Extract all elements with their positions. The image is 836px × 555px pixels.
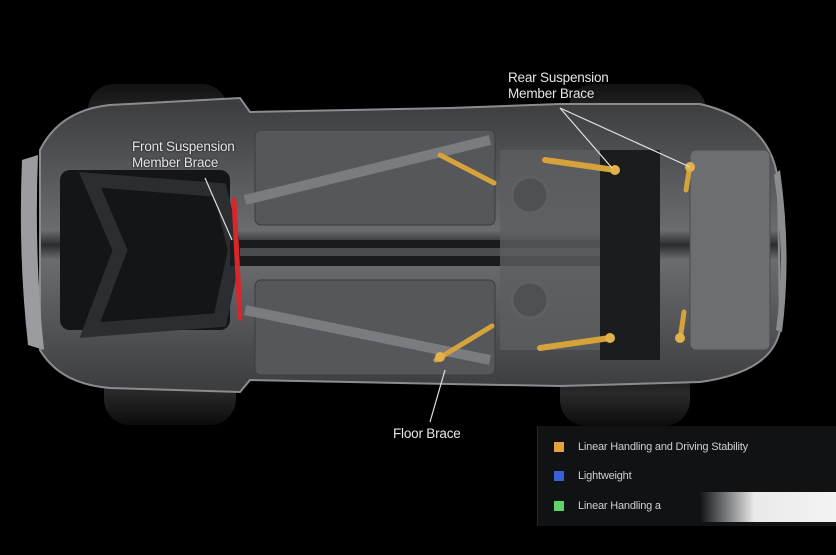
legend-item-lightweight: Lightweight xyxy=(554,468,632,484)
trunk-floor xyxy=(689,149,771,351)
front-bumper xyxy=(20,155,44,350)
callout-front-suspension: Front Suspension Member Brace xyxy=(132,139,235,171)
rear-subframe xyxy=(600,150,660,360)
callout-floor-brace: Floor Brace xyxy=(393,426,461,441)
legend-item-linear-handling-2: Linear Handling a xyxy=(554,498,661,514)
rear-bumper xyxy=(774,170,787,332)
driveshaft xyxy=(240,248,600,256)
legend-swatch-green xyxy=(554,501,564,511)
floor-brace-joint xyxy=(435,352,445,362)
floor-brace-bottom xyxy=(433,323,495,363)
rear-brace-bottom xyxy=(537,335,613,351)
legend-label: Linear Handling and Driving Stability xyxy=(578,441,748,453)
watermark-fade xyxy=(700,492,836,522)
callout-rear-line2: Member Brace xyxy=(508,86,595,101)
front-subframe xyxy=(79,172,243,338)
callout-rear-suspension: Rear Suspension Member Brace xyxy=(508,70,609,102)
rear-brace-joint-3 xyxy=(605,333,615,343)
floor-brace-top xyxy=(437,152,497,186)
callout-rear-line1: Rear Suspension xyxy=(508,70,609,85)
legend-item-linear-handling: Linear Handling and Driving Stability xyxy=(554,439,748,455)
legend-label: Linear Handling a xyxy=(578,500,661,512)
callout-front-line2: Member Brace xyxy=(132,155,219,170)
legend-swatch-orange xyxy=(554,442,564,452)
callout-front-line1: Front Suspension xyxy=(132,139,235,154)
floor-panel-bottom xyxy=(254,279,496,376)
rear-brace-top xyxy=(542,157,618,173)
rear-floor xyxy=(500,150,620,350)
floor-rail-top xyxy=(243,135,492,205)
front-suspension-member-brace xyxy=(231,197,243,321)
leader-line-front xyxy=(204,177,233,241)
legend-label: Lightweight xyxy=(578,470,632,482)
leader-line-floor xyxy=(429,369,446,423)
leader-line-rear-2 xyxy=(559,107,691,168)
rear-brace-joint-1 xyxy=(610,165,620,175)
rear-brace-joint-4 xyxy=(675,333,685,343)
legend-swatch-blue xyxy=(554,471,564,481)
leader-line-rear-1 xyxy=(559,107,613,169)
